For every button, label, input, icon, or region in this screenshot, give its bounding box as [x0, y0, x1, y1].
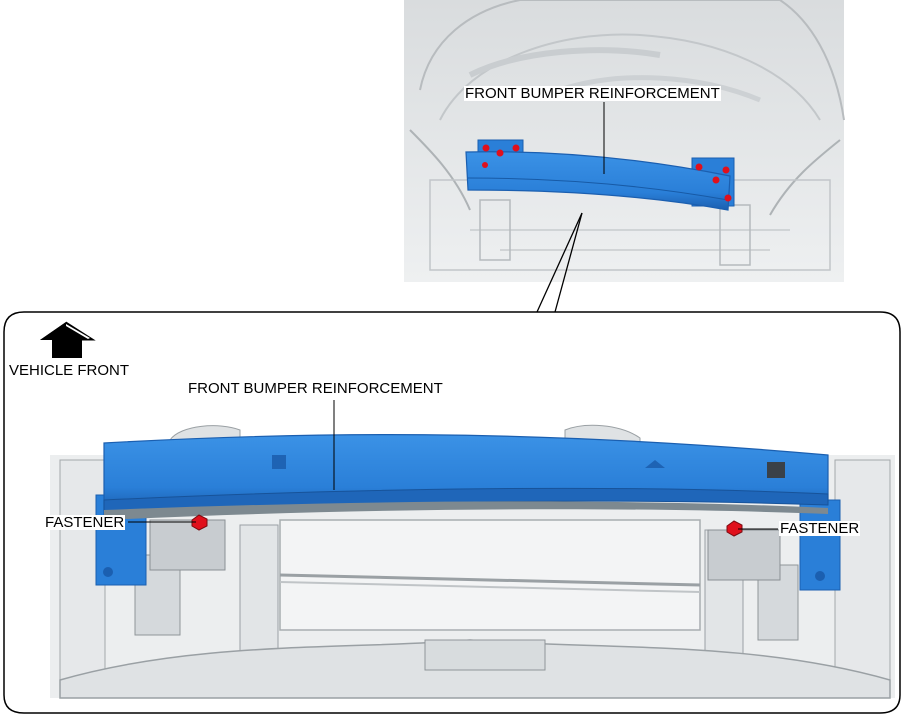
detail-bumper-reinforcement: [103, 433, 829, 520]
callout-line-right: [554, 212, 583, 313]
top-fastener-marks: [482, 144, 732, 202]
left-fastener-label: FASTENER: [44, 514, 126, 531]
fastener-right-icon: [726, 520, 743, 537]
top-bumper-reinforcement: [465, 139, 735, 211]
top-part-label: FRONT BUMPER REINFORCEMENT: [464, 85, 721, 102]
vehicle-front-label: VEHICLE FRONT: [8, 362, 131, 379]
car-front-illustration: [404, 0, 845, 282]
fastener-left-icon: [191, 514, 208, 531]
detail-part-label: FRONT BUMPER REINFORCEMENT: [187, 380, 444, 397]
right-fastener-label: FASTENER: [779, 520, 861, 537]
callout-line-left: [536, 212, 583, 313]
vehicle-front-arrow-icon: [40, 321, 96, 358]
